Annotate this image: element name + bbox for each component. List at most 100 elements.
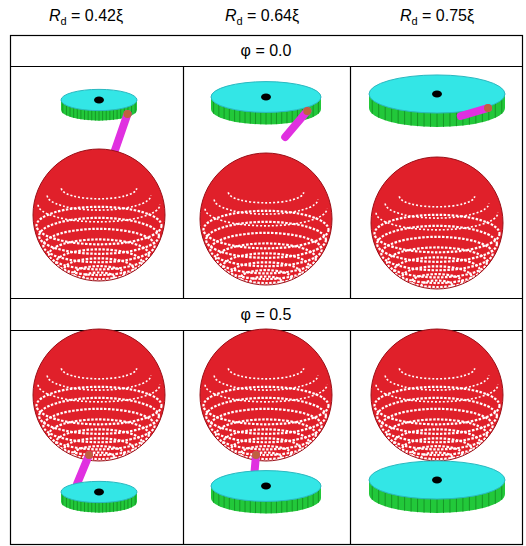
- disk-rim-line: [378, 490, 379, 504]
- disk-rim-line: [239, 500, 240, 512]
- sphere-ring: [38, 205, 160, 222]
- disk-rim-line: [302, 497, 303, 509]
- disk-rim-line: [88, 110, 89, 120]
- disk-rim-line: [271, 112, 272, 124]
- disk-rim-line: [276, 501, 277, 513]
- disk-rim-line: [245, 111, 246, 123]
- sphere-ring: [228, 192, 303, 203]
- sphere-ring: [61, 188, 136, 199]
- disk-rim-line: [281, 112, 282, 124]
- disk-rim-line: [313, 494, 314, 506]
- sphere-ring: [214, 200, 318, 215]
- disk-rim-line: [437, 113, 438, 127]
- sphere-edge: [371, 157, 503, 289]
- disk-rim-line: [260, 501, 261, 513]
- disk-rim-line: [297, 499, 298, 511]
- column-header: Rd = 0.42ξ: [49, 7, 123, 27]
- disk-rim-line: [66, 497, 67, 507]
- disk-rim-line: [313, 105, 314, 117]
- disk-rim-line: [398, 110, 399, 124]
- disk-rim-line: [117, 109, 118, 119]
- disk-rim-line: [378, 104, 379, 118]
- bond-end: [124, 110, 132, 118]
- bond-end: [85, 451, 93, 459]
- disk-rim-line: [260, 112, 261, 124]
- disk-rim-line: [73, 500, 74, 510]
- disk-top: [61, 481, 137, 502]
- sphere: [371, 157, 503, 290]
- disk-rim-line: [91, 502, 92, 512]
- disk-center: [94, 489, 104, 496]
- sphere-ring: [56, 429, 142, 455]
- sphere-ring: [223, 429, 309, 455]
- sphere-ring: [204, 211, 329, 248]
- disk-rim-line: [99, 111, 100, 121]
- disk-rim-line: [95, 111, 96, 121]
- disk-rim-line: [443, 499, 444, 513]
- disk-rim-line: [77, 501, 78, 511]
- disk-rim-line: [239, 111, 240, 123]
- disk-rim-line: [95, 503, 96, 513]
- disk-rim-line: [266, 501, 267, 513]
- disk: [369, 461, 505, 513]
- disk-rim-line: [417, 112, 418, 126]
- disk-rim-line: [250, 112, 251, 124]
- column-header: Rd = 0.75ξ: [400, 7, 474, 27]
- disk-rim-line: [385, 492, 386, 506]
- disk-rim-line: [456, 112, 457, 126]
- sphere-ring: [385, 376, 489, 390]
- disk-rim-line: [218, 494, 219, 506]
- sphere: [371, 329, 503, 462]
- disk-rim-line: [318, 491, 319, 503]
- sphere-ring: [399, 196, 474, 207]
- sphere-ring: [47, 376, 151, 391]
- disk-rim-line: [109, 110, 110, 120]
- disk-rim-line: [475, 496, 476, 510]
- label-part: d: [411, 15, 417, 27]
- disk-rim-line: [224, 107, 225, 119]
- disk: [211, 471, 321, 514]
- label-part: R: [49, 7, 61, 24]
- disk-rim-line: [135, 495, 136, 505]
- disk-rim-line: [307, 496, 308, 508]
- disk-rim-line: [482, 494, 483, 508]
- disk-top: [369, 461, 505, 499]
- sphere-ring: [375, 387, 500, 424]
- disk: [61, 481, 137, 512]
- disk-rim-line: [372, 100, 373, 114]
- disk-rim-line: [218, 105, 219, 117]
- bond: [285, 111, 307, 137]
- sphere-edge: [33, 329, 165, 461]
- disk-top: [61, 89, 137, 110]
- disk-rim-line: [109, 502, 110, 512]
- disk-rim-line: [411, 112, 412, 126]
- disk-rim-line: [449, 499, 450, 513]
- disk-rim-line: [286, 111, 287, 123]
- sphere-ring: [205, 385, 327, 402]
- sphere-ring: [394, 429, 480, 455]
- disk-rim-line: [456, 498, 457, 512]
- disk-center: [261, 94, 271, 101]
- sphere-ring: [37, 207, 162, 244]
- disk-rim-line: [372, 486, 373, 500]
- disk-rim-line: [80, 109, 81, 119]
- sphere-ring: [375, 215, 500, 252]
- disk-rim-line: [80, 501, 81, 511]
- disk-rim-line: [117, 501, 118, 511]
- disk-rim-line: [449, 113, 450, 127]
- disk-rim-line: [245, 500, 246, 512]
- disk-rim-line: [106, 502, 107, 512]
- disk-center: [94, 97, 104, 104]
- sphere-body: [200, 329, 332, 461]
- sphere-ring: [376, 385, 498, 402]
- bond: [77, 455, 89, 484]
- sphere-edge: [371, 329, 503, 461]
- row-header: φ = 0.0: [241, 42, 292, 60]
- disk-rim-line: [73, 108, 74, 118]
- disk-rim-line: [213, 491, 214, 503]
- disk-rim-line: [417, 498, 418, 512]
- disk-top: [211, 82, 321, 113]
- disk-rim-line: [84, 110, 85, 120]
- disk-center: [432, 477, 442, 484]
- disk-rim-line: [70, 499, 71, 509]
